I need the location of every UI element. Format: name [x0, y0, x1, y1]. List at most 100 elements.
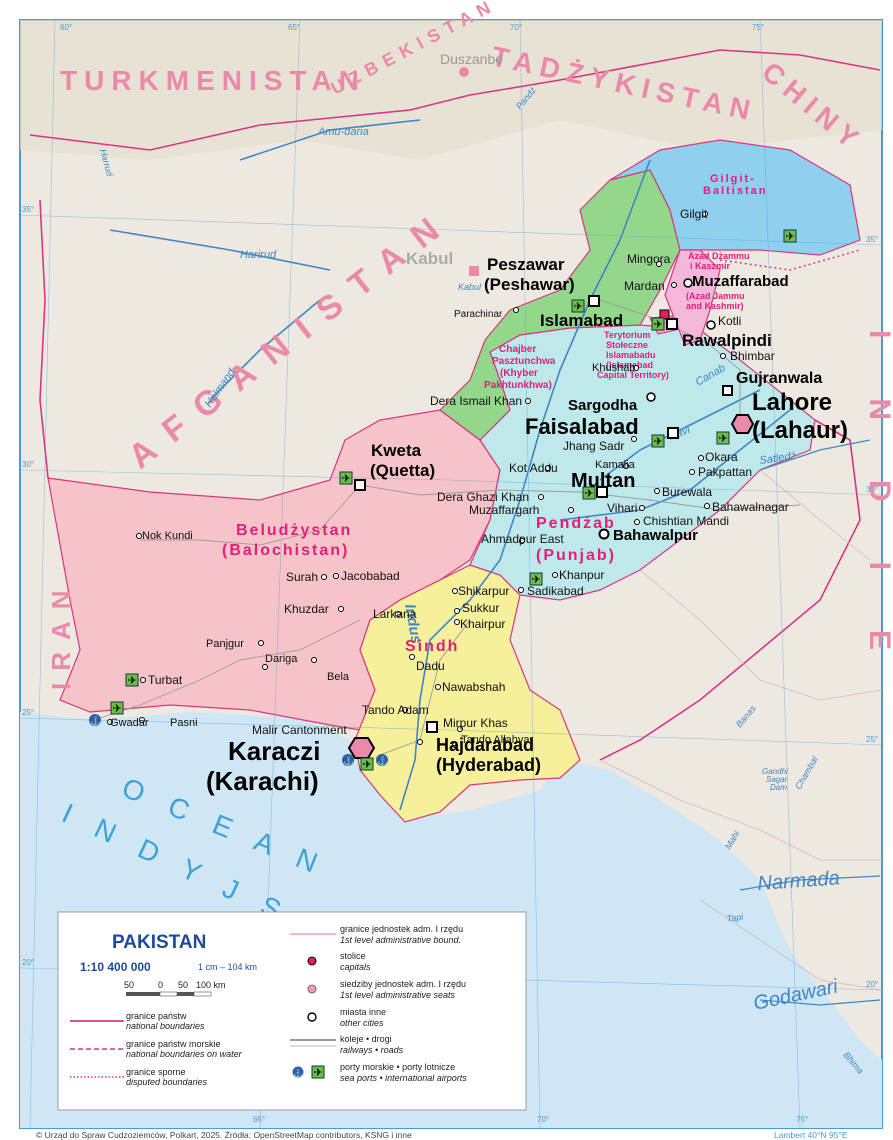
label-jhang: Jhang Sadr — [563, 439, 624, 453]
city-marker-sargodha — [646, 392, 656, 402]
label-indie: INDIE — [863, 330, 893, 710]
graticule-labels: 60° 65° 70° 75° 65° 70° 75° 35° 30° 25° … — [22, 23, 878, 1124]
label-mingora: Mingora — [627, 252, 671, 266]
disputed-boundary — [719, 249, 861, 271]
label-dariga: Dariga — [265, 653, 298, 665]
label-satledz: Satledż — [759, 450, 797, 467]
legend-item: granice państw — [126, 1011, 187, 1021]
national-boundaries — [29, 49, 881, 761]
label-ict: Capital Territory) — [597, 370, 669, 380]
label-lahaur: (Lahaur) — [752, 417, 848, 444]
label-karachi: (Karachi) — [206, 766, 319, 796]
label-punjab-en: (Punjab) — [536, 547, 616, 564]
grid-lat-label: 20° — [22, 958, 34, 967]
city-marker-gujranwala — [722, 385, 733, 396]
label-muzaffargarh: Muzaffargarh — [469, 503, 539, 517]
label-tapi: Tapi — [726, 912, 745, 924]
capital-marker-duszanbe — [459, 67, 469, 77]
grid-lat-label: 25° — [22, 708, 34, 717]
label-tando-allahyar: Tando Allahyar — [461, 734, 533, 746]
label-harirud: Harirud — [240, 249, 277, 261]
godawari-river — [759, 999, 881, 1006]
grid-lat-label: 20° — [866, 980, 878, 989]
legend-item-en: other cities — [340, 1018, 384, 1028]
label-ajk: (Azad Jammu — [686, 291, 745, 301]
svg-text:⚓: ⚓ — [90, 715, 101, 726]
legend-item-en: sea ports • international airports — [340, 1073, 467, 1083]
legend-item: siedziby jednostek adm. I rzędu — [340, 979, 466, 989]
label-kp: (Khyber — [500, 368, 538, 379]
svg-text:⚓: ⚓ — [293, 1068, 303, 1078]
legend-item-en: capitals — [340, 962, 371, 972]
northern-relief — [20, 20, 882, 160]
label-ahmadpur-east: Ahmadpur East — [481, 532, 564, 546]
province-labels: Beludżystan (Balochistan) Pendżab (Punja… — [222, 173, 765, 655]
svg-text:✈: ✈ — [532, 574, 541, 586]
airplane-icon — [311, 1065, 325, 1079]
label-dera-ismail-khan: Dera Ismail Khan — [430, 394, 522, 408]
label-khairpur: Khairpur — [460, 617, 505, 631]
label-ajk: and Kashmir) — [686, 301, 744, 311]
label-surah: Surah — [286, 570, 318, 584]
label-multan: Multan — [571, 470, 635, 492]
label-pakpattan: Pakpattan — [698, 465, 752, 479]
label-dadu: Dadu — [416, 659, 445, 673]
label-nawabshah: Nawabshah — [442, 680, 505, 694]
footer-credit: © Urząd do Spraw Cudzoziemców, Polkart, … — [36, 1130, 412, 1140]
city-marker-multan — [596, 486, 608, 498]
legend-scale: 1:10 400 000 — [80, 960, 151, 974]
label-khanpur: Khanpur — [559, 568, 604, 582]
city-marker-karachi — [347, 737, 376, 759]
svg-text:✈: ✈ — [786, 231, 795, 243]
label-sargodha: Sargodha — [568, 397, 638, 414]
city-symbols — [347, 67, 755, 759]
label-shikarpur: Shikarpur — [458, 584, 509, 598]
seat-marker-ict — [666, 318, 678, 330]
legend-item-en: railways • roads — [340, 1045, 404, 1055]
label-kotli: Kotli — [718, 314, 741, 328]
svg-text:50: 50 — [178, 980, 188, 990]
label-turbat: Turbat — [148, 673, 183, 687]
label-kweta: Kweta — [371, 441, 422, 460]
label-ict: Terytorium — [604, 330, 650, 340]
label-ict: (Islamabad — [606, 360, 653, 370]
label-karaczi: Karaczi — [228, 736, 321, 766]
label-indus: Indus — [401, 603, 425, 645]
label-okara: Okara — [705, 450, 738, 464]
grid-lon-label: 70° — [537, 1115, 549, 1124]
capital-marker-kabul — [469, 266, 479, 276]
svg-text:100 km: 100 km — [196, 980, 226, 990]
label-peszawar: Peszawar — [487, 255, 565, 274]
label-sagar: Sagar — [766, 775, 788, 784]
svg-text:✈: ✈ — [654, 436, 663, 448]
legend-item-en: 1st level administrative bound. — [340, 935, 461, 945]
label-islamabad: Islamabad — [540, 311, 623, 330]
svg-text:50: 50 — [124, 980, 134, 990]
narmada-river — [739, 875, 881, 891]
label-tando-adam: Tando Adam — [362, 703, 429, 717]
city-marker-rawalpindi — [706, 320, 716, 330]
label-muzaffarabad: Muzaffarabad — [692, 273, 789, 290]
label-mardan: Mardan — [624, 279, 665, 293]
grid-lat-label: 30° — [22, 460, 34, 469]
svg-text:✈: ✈ — [342, 473, 351, 485]
label-khushab: Khushab — [592, 362, 635, 374]
label-bahawalpur: Bahawalpur — [613, 527, 698, 544]
label-ajk: Azad Dżammu — [688, 251, 750, 261]
label-sukkur: Sukkur — [462, 601, 499, 615]
label-bahawalnagar: Bahawalnagar — [712, 500, 789, 514]
legend-item-en: national boundaries — [126, 1021, 205, 1031]
airport-icons: ✈ ✈ ✈ ✈ ✈ ✈ ✈ ✈ ✈ ✈ ✈ — [110, 229, 797, 771]
svg-text:0: 0 — [158, 980, 163, 990]
label-nok-kundi: Nok Kundi — [142, 530, 193, 542]
grid-lon-label: 75° — [752, 23, 764, 32]
legend-scalebar: 50 0 50 100 km — [124, 980, 226, 997]
label-panjgur: Panjgur — [206, 638, 244, 650]
label-quetta: (Quetta) — [370, 461, 435, 480]
legend-box — [57, 911, 527, 1111]
grid-lat-label: 30° — [866, 485, 878, 494]
label-balochistan: Beludżystan — [236, 522, 352, 539]
svg-text:✈: ✈ — [314, 1067, 323, 1079]
svg-text:✈: ✈ — [719, 433, 728, 445]
grid-lon-label: 75° — [796, 1115, 808, 1124]
